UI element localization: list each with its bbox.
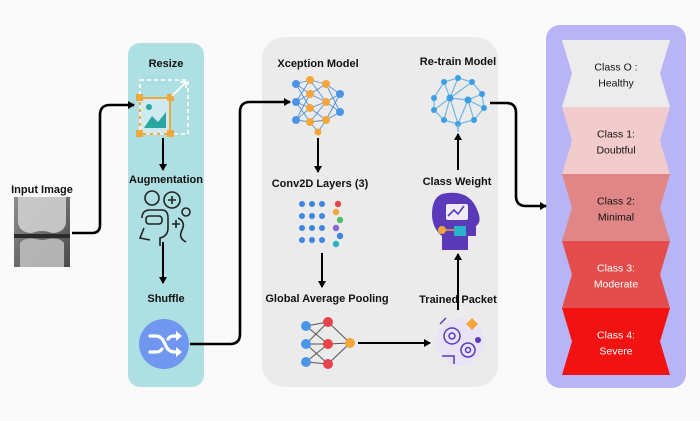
gap-label: Global Average Pooling <box>265 293 389 305</box>
trained-packet-icon <box>436 317 484 366</box>
class-band-0: Class O : Healthy <box>562 40 670 107</box>
class-band-title: Class 2: <box>597 196 635 208</box>
class-band-subtitle: Minimal <box>598 212 634 224</box>
class-band-shape <box>562 174 670 241</box>
resize-label: Resize <box>148 58 184 70</box>
class-band-shape <box>562 308 670 375</box>
trained-packet-label: Trained Packet <box>419 294 497 306</box>
class-band-2: Class 2: Minimal <box>562 174 670 241</box>
class-band-shape <box>562 241 670 308</box>
arrow-retrain-to-classes <box>490 101 547 210</box>
pooling-network-icon <box>301 317 355 369</box>
class-band-title: Class 4: <box>597 330 635 342</box>
class-band-subtitle: Healthy <box>598 78 634 90</box>
class-band-title: Class 1: <box>597 129 635 141</box>
class-band-4: Class 4: Severe <box>562 308 670 375</box>
conv-grid-icon <box>299 200 344 248</box>
arrow-input-to-resize <box>72 101 135 235</box>
retrain-label: Re-train Model <box>419 56 497 68</box>
xception-label: Xception Model <box>277 58 359 70</box>
brain-network-icon <box>431 75 487 132</box>
arrow-shuffle-to-xception <box>190 98 291 346</box>
class-band-subtitle: Moderate <box>594 279 639 291</box>
augmentation-label: Augmentation <box>129 174 203 186</box>
class-band-subtitle: Doubtful <box>596 145 635 157</box>
class-band-3: Class 3: Moderate <box>562 241 670 308</box>
class-band-shape <box>562 107 670 174</box>
resize-icon <box>136 79 189 137</box>
neural-network-icon <box>292 76 344 136</box>
class-weight-label: Class Weight <box>422 176 492 188</box>
class-band-title: Class O : <box>594 62 637 74</box>
class-band-1: Class 1: Doubtful <box>562 107 670 174</box>
ai-head-icon <box>432 192 480 250</box>
class-band-shape <box>562 40 670 107</box>
shuffle-label: Shuffle <box>147 293 185 305</box>
augmentation-icon <box>138 190 191 246</box>
shuffle-icon <box>139 319 189 369</box>
input-label: Input Image <box>11 184 73 196</box>
class-band-subtitle: Severe <box>599 346 632 358</box>
conv2d-label: Conv2D Layers (3) <box>271 178 369 190</box>
knee-xray-image <box>14 197 70 267</box>
class-band-title: Class 3: <box>597 263 635 275</box>
